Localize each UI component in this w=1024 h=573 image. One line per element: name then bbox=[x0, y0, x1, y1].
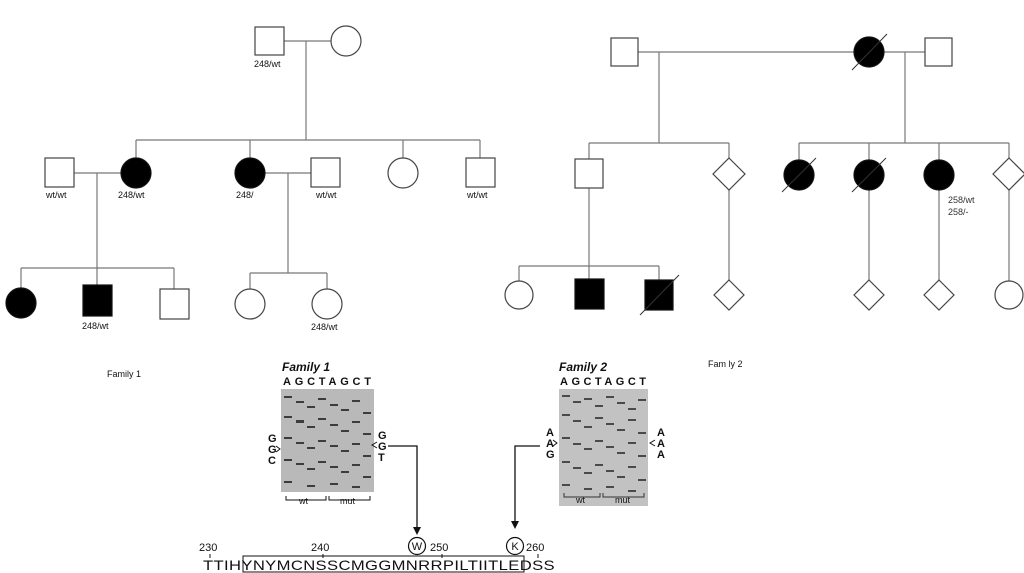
affected-daughter3-circle bbox=[923, 159, 955, 191]
gel2-arrow bbox=[514, 445, 540, 526]
founder-male-2-square bbox=[924, 37, 953, 67]
gel2-arrowhead bbox=[511, 521, 519, 529]
gel1-right-seq-2: G bbox=[378, 441, 387, 453]
genotype-granddaughter: 248/wt bbox=[311, 322, 338, 332]
gel1-left-seq-2: G bbox=[268, 444, 277, 456]
genotype-husband1: wt/wt bbox=[45, 190, 67, 200]
affected-daughter2-circle bbox=[234, 157, 266, 189]
gel1-arrowhead bbox=[413, 527, 421, 535]
gel1-lane-labels: AGCTAGCT bbox=[283, 376, 371, 388]
genotype-son-right: wt/wt bbox=[466, 190, 488, 200]
gel2-right-bracket bbox=[649, 439, 656, 447]
gel1-bands bbox=[284, 396, 371, 488]
genotype-line1: 258/wt bbox=[948, 195, 975, 205]
genotype-daughter2: 248/ bbox=[236, 190, 254, 200]
gel1-image bbox=[281, 389, 374, 492]
unknown-sex-diamond bbox=[853, 279, 885, 311]
protein-sequence: W K 230 240 250 260 TTIHYNYMCNSSCMGGMNRR… bbox=[199, 536, 555, 573]
gel1-left-seq-1: G bbox=[268, 433, 277, 445]
unaffected-daughter-circle bbox=[387, 157, 419, 189]
gel2-left-seq-3: G bbox=[546, 449, 555, 461]
genotype-grandson: 248/wt bbox=[82, 321, 109, 331]
deceased-mark bbox=[851, 157, 887, 193]
gel2-lane-labels: AGCTAGCT bbox=[560, 376, 646, 388]
mutation-w-circle bbox=[407, 536, 427, 556]
granddaughter-circle bbox=[504, 280, 534, 310]
family1-pedigree: 248/wt wt/wt 248/wt 248/ wt/wt wt/wt 248… bbox=[5, 25, 496, 379]
family1-label: Family 1 bbox=[107, 369, 141, 379]
gel2-title: Family 2 bbox=[559, 360, 607, 374]
gel2-bands bbox=[562, 395, 646, 492]
domain-box bbox=[242, 555, 525, 573]
genotype-line2: 258/- bbox=[948, 207, 969, 217]
position-240: 240 bbox=[311, 542, 329, 554]
gel1-mut-label: mut bbox=[340, 496, 356, 506]
deceased-mark bbox=[639, 274, 680, 316]
mutation-k-circle bbox=[505, 536, 525, 556]
gel1-wt-label: wt bbox=[298, 496, 308, 506]
unknown-sex-diamond bbox=[923, 279, 955, 311]
unknown-sex-diamond bbox=[712, 157, 746, 191]
gel2-right-seq-2: A bbox=[657, 438, 665, 450]
affected-grandson-square bbox=[82, 284, 113, 317]
affected-grandson-square bbox=[574, 278, 605, 310]
family2-label: Fam ly 2 bbox=[708, 359, 743, 369]
affected-daughter1-circle bbox=[120, 157, 152, 189]
gel2-image bbox=[559, 389, 648, 506]
founder-male-square bbox=[610, 37, 639, 67]
deceased-mark bbox=[851, 33, 888, 71]
gel2-right-seq-3: A bbox=[657, 449, 665, 461]
son-square bbox=[574, 158, 604, 189]
sequencing-gel-family1: Family 1 AGCTAGCT wt mu bbox=[268, 360, 421, 535]
granddaughter-right-circle bbox=[994, 280, 1024, 310]
gel1-brackets bbox=[285, 496, 371, 501]
gel2-left-seq-1: A bbox=[546, 427, 554, 439]
grandmother-circle bbox=[330, 25, 362, 57]
protein-sequence-text: TTIHYNYMCNSSCMGGMNRRPILTIITLEDSS bbox=[203, 557, 555, 573]
position-260: 260 bbox=[526, 542, 544, 554]
position-250: 250 bbox=[430, 542, 448, 554]
gel2-wt-label: wt bbox=[575, 495, 585, 505]
family2-pedigree: 258/wt 258/- Fam ly 2 bbox=[504, 33, 1024, 369]
unaffected-grandson-square bbox=[159, 288, 190, 320]
granddaughter-left-circle bbox=[234, 288, 266, 320]
gel2-left-seq-2: A bbox=[546, 438, 554, 450]
deceased-mark bbox=[781, 157, 817, 193]
gel1-right-bracket bbox=[371, 441, 378, 449]
grandfather-square bbox=[254, 26, 285, 56]
husband1-square bbox=[44, 157, 75, 188]
gel2-mut-label: mut bbox=[615, 495, 631, 505]
husband2-square bbox=[310, 157, 341, 188]
genotype-husband2: wt/wt bbox=[315, 190, 337, 200]
unknown-sex-diamond bbox=[992, 157, 1024, 191]
sequencing-gel-family2: Family 2 AGCTAGCT wt mu bbox=[511, 360, 665, 529]
genotype-grandfather: 248/wt bbox=[254, 59, 281, 69]
gel1-left-seq-3: C bbox=[268, 455, 276, 467]
gel2-left-bracket bbox=[552, 439, 558, 447]
position-230: 230 bbox=[199, 542, 217, 554]
gel1-left-bracket bbox=[275, 445, 281, 453]
gel2-right-seq-1: A bbox=[657, 427, 665, 439]
mutation-k-label: K bbox=[511, 541, 519, 553]
gel1-title: Family 1 bbox=[282, 360, 330, 374]
granddaughter-right-circle bbox=[311, 288, 343, 320]
gel2-brackets bbox=[563, 493, 645, 498]
gel1-right-seq-3: T bbox=[378, 452, 385, 464]
unknown-sex-diamond bbox=[713, 279, 745, 311]
genotype-daughter1: 248/wt bbox=[118, 190, 145, 200]
gel1-right-seq-1: G bbox=[378, 430, 387, 442]
unaffected-son-square bbox=[465, 157, 496, 188]
mutation-w-label: W bbox=[412, 541, 423, 553]
affected-granddaughter-circle bbox=[5, 287, 37, 319]
gel1-arrow bbox=[388, 445, 418, 532]
